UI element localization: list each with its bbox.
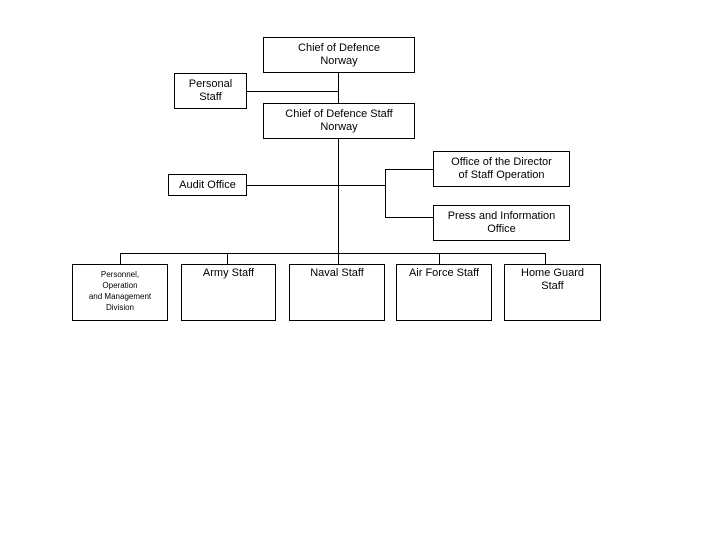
org-node-home-guard-staff: Home Guard Staff: [504, 264, 601, 321]
connector-trunk-vertical: [338, 139, 339, 264]
connector-press-office: [385, 217, 433, 218]
org-node-naval-staff: Naval Staff: [289, 264, 385, 321]
node-label-line: Staff: [199, 91, 222, 103]
org-node-chief-of-defence-norway: Chief of Defence Norway: [263, 37, 415, 73]
org-node-personal-staff: Personal Staff: [174, 73, 247, 109]
org-node-air-force-staff: Air Force Staff: [396, 264, 492, 321]
node-label-line: Personnel,: [100, 270, 140, 279]
node-label-line: Army Staff: [202, 267, 255, 279]
node-label-line: Naval Staff: [310, 267, 364, 279]
org-node-press-and-information-office: Press and Information Office: [433, 205, 570, 241]
node-label-line: Staff: [541, 280, 564, 292]
org-node-audit-office: Audit Office: [168, 174, 247, 196]
node-label-line: Norway: [320, 121, 358, 133]
connector-right-bracket-vertical: [385, 169, 386, 218]
node-label-line: Office: [487, 223, 516, 235]
org-node-army-staff: Army Staff: [181, 264, 276, 321]
connector-bottom-row-horizontal: [120, 253, 546, 254]
org-node-chief-of-defence-staff-norway: Chief of Defence Staff Norway: [263, 103, 415, 139]
connector-audit-office: [247, 185, 385, 186]
node-label-line: Audit Office: [179, 178, 236, 191]
connector-stub-home-guard: [545, 253, 546, 264]
connector-office-of-director: [385, 169, 433, 170]
org-node-personnel-operation-and-management-division: Personnel, Operation and Management Divi…: [72, 264, 168, 321]
node-label-line: Press and Information: [447, 210, 556, 222]
node-label-line: and Management: [88, 292, 152, 301]
node-label-line: Personal: [188, 78, 233, 90]
node-label-line: Division: [105, 303, 134, 312]
node-label-line: of Staff Operation: [458, 169, 545, 181]
org-node-office-of-the-director-of-staff-operation: Office of the Director of Staff Operatio…: [433, 151, 570, 187]
node-label-line: Norway: [320, 55, 358, 67]
connector-stub-air-force: [439, 253, 440, 264]
connector-stub-army: [227, 253, 228, 264]
node-label-line: Operation: [102, 281, 138, 290]
node-label-line: Chief of Defence Staff: [285, 108, 393, 120]
connector-stub-personnel: [120, 253, 121, 264]
connector-personal-staff: [247, 91, 338, 92]
connector-chief-to-staff: [338, 73, 339, 103]
node-label-line: Home Guard: [521, 267, 584, 279]
node-label-line: Office of the Director: [451, 156, 552, 168]
node-label-line: Chief of Defence: [298, 42, 380, 54]
node-label-line: Air Force Staff: [408, 267, 480, 279]
